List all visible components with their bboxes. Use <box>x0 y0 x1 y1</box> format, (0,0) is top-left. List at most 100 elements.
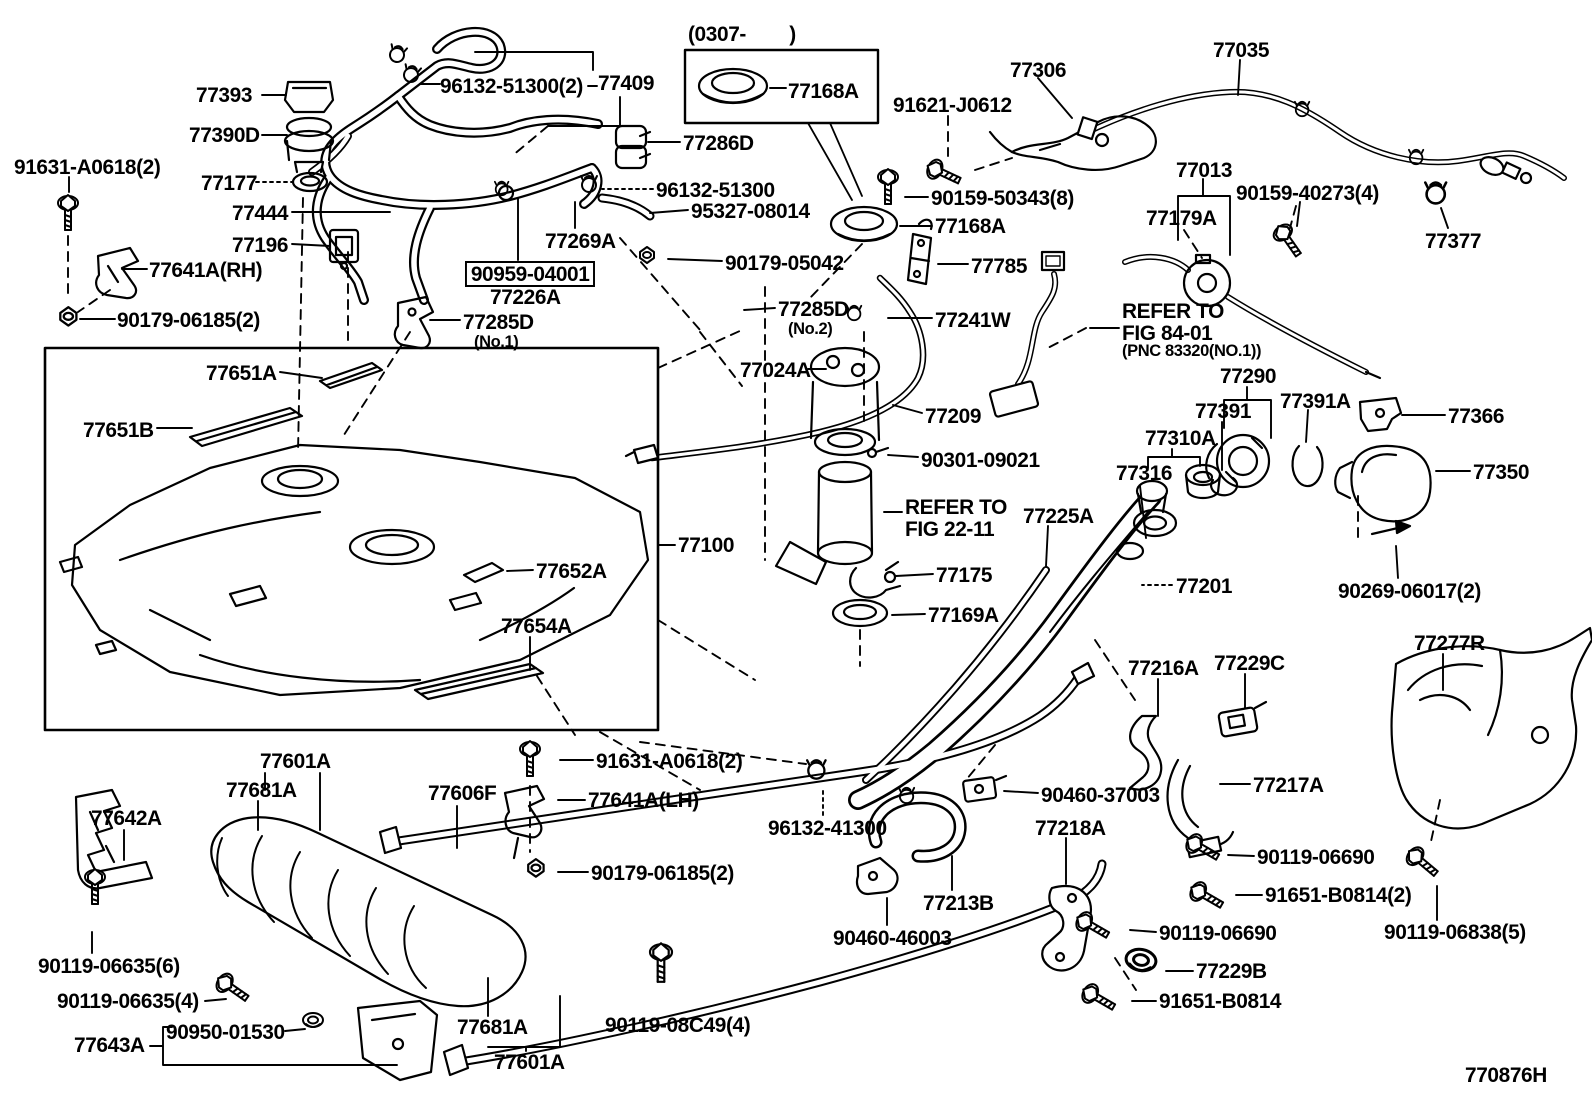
part-label-77213b: 77213B <box>923 891 994 915</box>
part-label-90119-06838: 90119-06838(5) <box>1384 920 1526 944</box>
part-label-text: 77444 <box>232 201 289 225</box>
part-label-77651b: 77651B <box>83 419 154 442</box>
part-label-text: 77168A <box>935 214 1006 238</box>
part-label-77225a: 77225A <box>1023 504 1094 528</box>
part-label-text: 77290 <box>1220 364 1277 388</box>
part-label-text: 77229B <box>1196 959 1267 983</box>
part-label-text: 770876H <box>1465 1063 1547 1087</box>
part-label-text: 90460-46003 <box>833 926 952 950</box>
part-label-77316: 77316 <box>1116 461 1173 485</box>
part-label-77175: 77175 <box>936 564 992 587</box>
part-label-77229c: 77229C <box>1214 652 1285 675</box>
part-label-77217a: 77217A <box>1253 773 1324 797</box>
leader-lines <box>68 51 1471 1066</box>
part-label-90119-06690-a: 90119-06690 <box>1257 846 1375 869</box>
part-label-text: REFER TO <box>905 495 1007 519</box>
part-label-text: 77217A <box>1253 773 1324 797</box>
part-label-90959-04001: 90959-04001 <box>465 261 596 288</box>
art-heat-shield-and-straps <box>74 661 1096 1082</box>
part-label-text: 90119-06635(6) <box>38 954 180 978</box>
part-label-text: 77286D <box>683 131 754 155</box>
part-label-77601a-top: 77601A <box>260 749 331 773</box>
part-label-77229b: 77229B <box>1196 959 1267 983</box>
part-label-77179a: 77179A <box>1146 207 1217 230</box>
part-label-note-0307: (0307- ) <box>688 23 796 46</box>
part-label-text: 90119-06838(5) <box>1384 920 1526 944</box>
part-label-text: 77642A <box>91 806 162 830</box>
part-label-text: 90950-01530 <box>166 1020 285 1044</box>
part-label-77391a: 77391A <box>1280 389 1351 413</box>
part-label-90460-37003: 90460-37003 <box>1041 784 1160 807</box>
part-label-text: 77366 <box>1448 404 1505 428</box>
part-label-77606f: 77606F <box>428 782 497 805</box>
part-label-90119-08c49: 90119-08C49(4) <box>605 1014 751 1037</box>
part-label-text: 91631-A0618(2) <box>596 749 743 773</box>
part-label-77169a: 77169A <box>928 604 999 627</box>
part-label-text: 91631-A0618(2) <box>14 155 161 179</box>
part-label-pnc-83320: (PNC 83320(NO.1)) <box>1122 342 1262 360</box>
part-label-text: 77013 <box>1176 158 1233 182</box>
part-label-text: 77409 <box>598 71 655 95</box>
part-label-77285d-no1-sub: (No.1) <box>474 332 519 351</box>
part-label-77285d-no2-sub: (No.2) <box>788 319 833 338</box>
part-label-text: 77391A <box>1280 389 1351 413</box>
part-label-text: 77306 <box>1010 58 1067 82</box>
part-label-77013: 77013 <box>1176 158 1233 182</box>
part-label-77654a: 77654A <box>501 615 572 638</box>
part-label-text: 77216A <box>1128 656 1199 680</box>
part-label-text: 77393 <box>196 83 253 107</box>
part-label-91651-b0814-2: 91651-B0814(2) <box>1265 884 1412 907</box>
part-label-text: 77641A(RH) <box>149 258 263 282</box>
part-label-text: 77269A <box>545 229 616 253</box>
part-label-77277r: 77277R <box>1414 632 1485 655</box>
part-label-text: 77035 <box>1213 38 1270 62</box>
part-label-text: 96132-51300(2) <box>440 74 583 98</box>
part-label-77785: 77785 <box>971 255 1027 278</box>
part-label-text: 90179-05042 <box>725 251 844 275</box>
part-label-77681a-bottom: 77681A <box>457 1016 528 1039</box>
part-label-77409: 77409 <box>598 71 655 95</box>
part-label-77226a: 77226A <box>490 286 561 309</box>
part-label-77366: 77366 <box>1448 404 1505 428</box>
part-label-77390d: 77390D <box>189 124 260 147</box>
part-label-text: 90179-06185(2) <box>591 861 734 885</box>
part-label-91631-a0618-top: 91631-A0618(2) <box>14 155 161 179</box>
part-label-77216a: 77216A <box>1128 656 1199 680</box>
part-label-text: 77601A <box>260 749 331 773</box>
part-label-text: 91621-J0612 <box>893 93 1012 117</box>
part-label-90269-06017: 90269-06017(2) <box>1338 580 1481 603</box>
part-label-text: FIG 22-11 <box>905 517 995 542</box>
part-label-77177: 77177 <box>201 172 257 195</box>
part-label-91621-j0612: 91621-J0612 <box>893 93 1012 117</box>
part-label-text: 90179-06185(2) <box>117 308 260 332</box>
part-label-91631-a0618-bottom: 91631-A0618(2) <box>596 749 743 773</box>
part-label-text: 77213B <box>923 891 994 915</box>
part-label-77218a: 77218A <box>1035 817 1106 840</box>
part-label-77651a: 77651A <box>206 362 277 385</box>
part-label-90179-06185-left: 90179-06185(2) <box>117 308 260 332</box>
part-label-77601a-bottom: 77601A <box>494 1051 565 1074</box>
part-label-77286d: 77286D <box>683 131 754 155</box>
part-label-text: 77225A <box>1023 504 1094 528</box>
part-label-96132-51300-2: 96132-51300(2) <box>440 74 583 98</box>
part-label-90301-09021: 90301-09021 <box>921 448 1040 472</box>
part-label-text: 77391 <box>1195 399 1252 423</box>
part-label-90460-46003: 90460-46003 <box>833 926 952 950</box>
part-label-text: (No.2) <box>788 319 833 338</box>
part-label-text: 77310A <box>1145 426 1216 450</box>
part-label-text: 77681A <box>226 778 297 802</box>
part-label-text: 77100 <box>678 533 735 557</box>
part-label-77035: 77035 <box>1213 38 1270 62</box>
part-label-77100: 77100 <box>678 533 735 557</box>
part-label-77285d-no1: 77285D <box>463 311 534 334</box>
part-label-text: (No.1) <box>474 332 519 351</box>
part-label-text: 77241W <box>935 308 1011 332</box>
art-hose-and-pipe-work <box>308 27 1567 1067</box>
part-label-77310a: 77310A <box>1145 426 1216 450</box>
part-label-text: 90301-09021 <box>921 448 1040 472</box>
part-label-77444: 77444 <box>232 201 289 225</box>
part-label-77201: 77201 <box>1176 575 1232 598</box>
part-label-text: 77316 <box>1116 461 1173 485</box>
